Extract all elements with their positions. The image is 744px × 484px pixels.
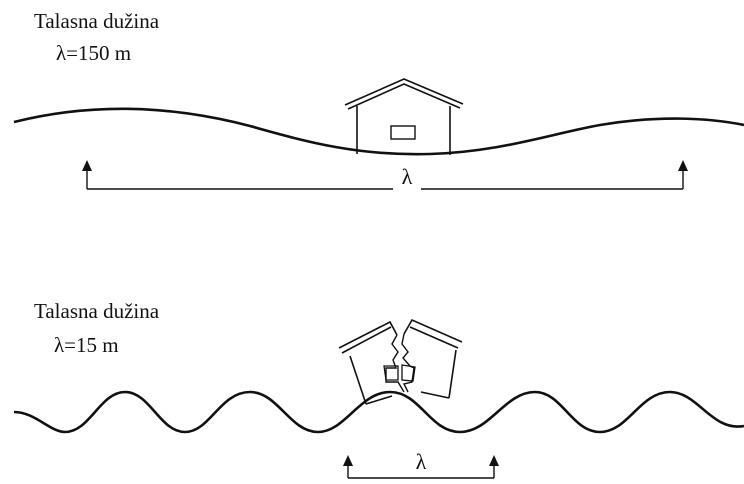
top-panel: Talasna dužina λ=150 m λ	[14, 9, 744, 192]
cracked-house-right-wall	[449, 350, 456, 398]
top-wavelength-bracket: λ	[82, 160, 688, 192]
cracked-house-left-crack	[386, 335, 404, 392]
bottom-panel: Talasna dužina λ=15 m	[14, 299, 744, 478]
bottom-left-arrow	[343, 455, 353, 466]
cracked-house	[339, 320, 462, 404]
cracked-house-right-roof-outer	[404, 320, 462, 342]
bottom-wavelength-bracket: λ	[343, 449, 499, 478]
top-title: Talasna dužina	[34, 9, 160, 33]
bottom-title: Talasna dužina	[34, 299, 160, 323]
cracked-house-right-crack	[402, 334, 414, 392]
top-ground-wave	[14, 109, 744, 154]
bottom-ground-wave	[14, 392, 744, 432]
intact-house-window	[391, 126, 415, 139]
bottom-right-arrow	[489, 455, 499, 466]
top-lambda-label: λ	[402, 164, 413, 189]
cracked-house-right-base	[421, 392, 449, 398]
cracked-house-left-roof-inner	[342, 327, 391, 353]
top-left-arrow	[82, 160, 92, 171]
bottom-lambda-label: λ	[416, 449, 427, 474]
intact-house	[345, 79, 463, 155]
top-wavelength-value: λ=150 m	[56, 41, 131, 65]
top-right-arrow	[678, 160, 688, 171]
cracked-house-left-wall	[350, 356, 366, 404]
cracked-house-left-roof-outer	[339, 322, 397, 348]
bottom-wavelength-value: λ=15 m	[54, 333, 119, 357]
